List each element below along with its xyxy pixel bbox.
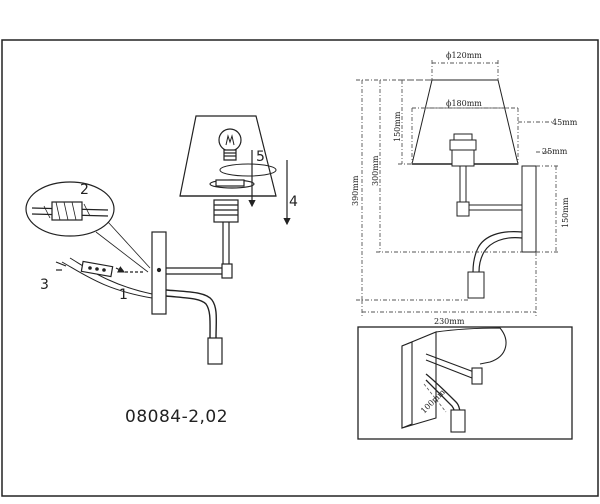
reading-lamp — [207, 337, 223, 365]
wall-plate — [151, 231, 167, 315]
page-frame — [1, 39, 599, 497]
dim-shade-height: 150mm — [393, 111, 402, 142]
dim-total-height: 300mm — [371, 155, 380, 186]
wall-plate-dim — [521, 165, 537, 253]
step-1-label: 1 — [119, 287, 128, 303]
dimension-drawing — [411, 79, 537, 299]
model-number: 08084-2,02 — [125, 407, 228, 427]
perspective-frame — [357, 326, 573, 440]
dim-plate-height: 150mm — [561, 197, 570, 228]
step-5-label: 5 — [256, 149, 265, 165]
dim-plate-thickness: 25mm — [542, 147, 568, 156]
perspective-view — [357, 326, 573, 440]
dimension-lines: ϕ120mm ϕ180mm 150mm 300mm 390mm 230mm 15… — [351, 51, 578, 326]
dim-width: 230mm — [434, 317, 465, 326]
dim-bottom-diameter: ϕ180mm — [446, 99, 482, 108]
step-4-label: 4 — [289, 194, 298, 210]
dim-projection: 45mm — [552, 118, 578, 127]
bulb-icon — [218, 128, 242, 161]
step-3-label: 3 — [40, 277, 49, 293]
step-2-label: 2 — [80, 182, 89, 198]
assembly-diagram — [25, 115, 291, 365]
dim-overall-height: 390mm — [351, 175, 360, 206]
lamp-socket — [213, 199, 239, 223]
dim-top-diameter: ϕ120mm — [446, 51, 482, 60]
